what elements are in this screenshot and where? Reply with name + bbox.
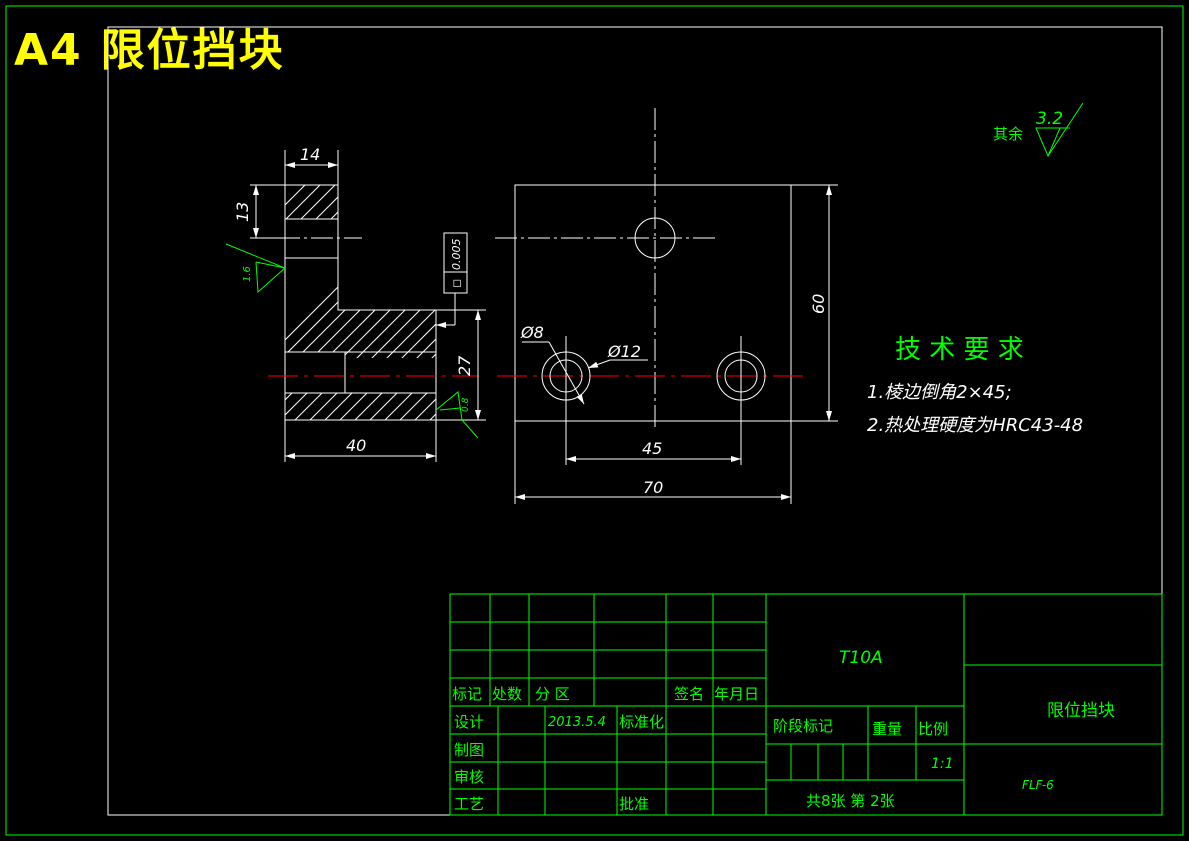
tb-label-standardize: 标准化 — [619, 713, 664, 731]
roughness-symbol-bottom: 0.8 — [435, 391, 479, 439]
hatch-upper — [285, 185, 338, 219]
dim-hole-12: Ø12 — [607, 342, 641, 361]
tb-label-count: 处数 — [492, 685, 522, 703]
roughness-other-label: 其余 — [993, 125, 1023, 143]
drawing-title: A4 限位挡块 — [14, 14, 285, 78]
tb-label-drawn: 制图 — [454, 741, 484, 759]
dim-40: 40 — [346, 436, 366, 455]
tech-requirements: 技 术 要 求 1.棱边倒角2×45; 2.热处理硬度为HRC43-48 — [867, 335, 1083, 436]
front-outline — [514, 184, 792, 422]
dim-hole-8: Ø8 — [520, 323, 544, 342]
tb-design-date: 2013.5.4 — [548, 715, 606, 730]
tb-part-name: 限位挡块 — [1047, 701, 1115, 721]
roughness-symbol-left: 1.6 — [225, 243, 286, 294]
part-title: 限位挡块 — [100, 25, 285, 76]
flatness-value: 0.005 — [450, 239, 463, 271]
tb-drawing-no: FLF-6 — [1022, 778, 1054, 792]
front-view: Ø8 Ø12 60 45 70 — [495, 108, 838, 504]
tb-label-design: 设计 — [454, 713, 484, 731]
dim-70: 70 — [643, 478, 663, 497]
dim-60: 60 — [809, 294, 828, 314]
tb-label-process: 工艺 — [454, 795, 484, 813]
tb-label-scale: 比例 — [918, 720, 948, 738]
dim-14: 14 — [300, 145, 320, 164]
dim-13: 13 — [233, 202, 252, 222]
side-section-view: 14 13 40 27 ◻ 0.005 1.6 0.8 — [225, 145, 486, 462]
tb-label-mark: 标记 — [452, 685, 482, 703]
outer-frame — [5, 5, 1184, 836]
flatness-symbol: ◻ — [450, 279, 463, 288]
tb-label-zone: 分 区 — [535, 685, 570, 703]
tech-heading: 技 术 要 求 — [895, 335, 1024, 365]
tech-item-2: 2.热处理硬度为HRC43-48 — [867, 415, 1083, 436]
dim-45: 45 — [642, 439, 662, 458]
tb-label-approve: 批准 — [619, 795, 649, 813]
roughness-bottom-value: 0.8 — [461, 397, 471, 412]
tb-material: T10A — [839, 648, 883, 668]
tb-label-review: 审核 — [454, 768, 484, 786]
tb-label-stage-mark: 阶段标记 — [773, 717, 833, 735]
tb-sheets: 共8张 第 2张 — [806, 792, 895, 810]
title-block: 标记 处数 分 区 签名 年月日 设计 2013.5.4 标准化 制图 审核 工… — [449, 593, 1163, 816]
roughness-left-value: 1.6 — [242, 266, 253, 282]
paper-size-label: A4 — [14, 25, 83, 76]
roughness-other-value: 3.2 — [1036, 109, 1063, 129]
tb-label-weight: 重量 — [872, 720, 902, 738]
side-outline — [284, 184, 437, 421]
tb-scale-value: 1:1 — [931, 756, 954, 772]
dim-27: 27 — [455, 355, 474, 376]
tb-label-signature: 签名 — [674, 685, 704, 703]
roughness-other: 其余 3.2 — [993, 102, 1084, 158]
tb-label-date: 年月日 — [714, 685, 759, 703]
top-hole — [634, 217, 676, 259]
tech-item-1: 1.棱边倒角2×45; — [867, 382, 1012, 403]
